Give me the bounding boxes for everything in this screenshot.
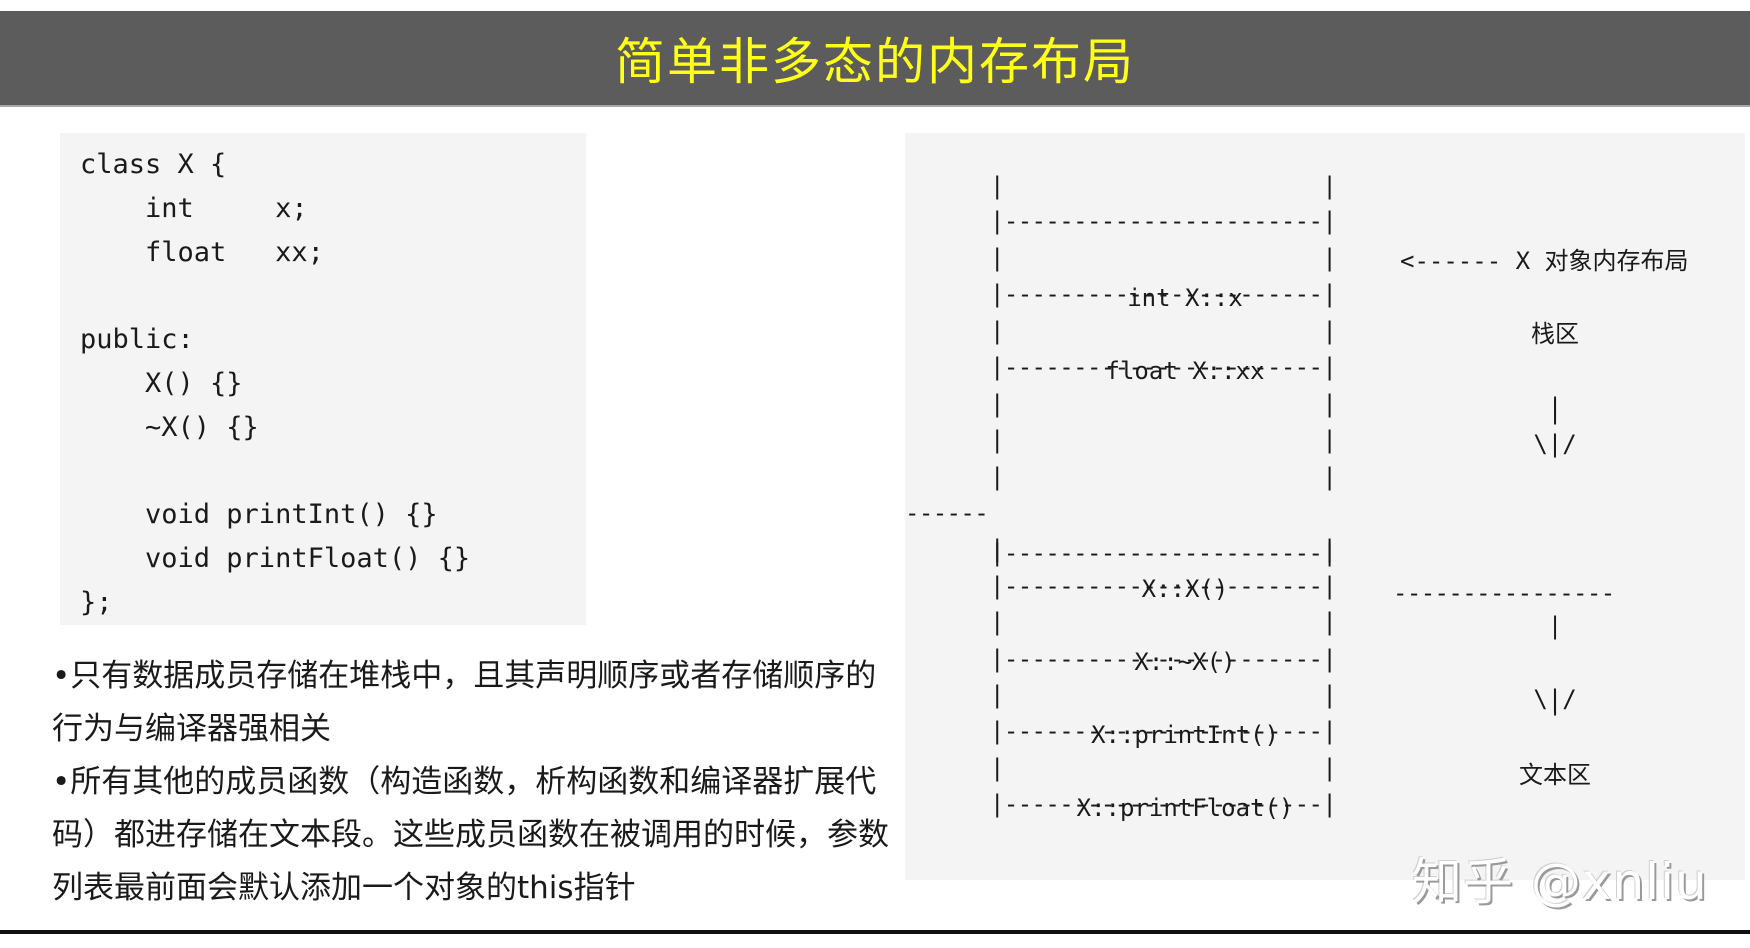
diagram-section-divider: ------ |-----------------------| -------… (905, 499, 1615, 607)
note-member-functions: •所有其他的成员函数（构造函数，析构函数和编译器扩展代码）都进存储在文本段。这些… (52, 764, 889, 906)
diagram-cell-int-x: | | int X::x (990, 244, 1337, 312)
stack-arrow-head-icon: \|/ (1533, 430, 1577, 458)
diagram-cell-print-float: | | X::printFloat() (990, 754, 1337, 822)
diagram-row-sep-5: |-----------------------| (990, 717, 1337, 745)
code-block: class X { int x; float xx; public: X() {… (60, 133, 586, 625)
diagram-row-sep-6: |-----------------------| (990, 790, 1337, 818)
stack-arrow-shaft: | (1550, 393, 1560, 421)
diagram-cell-float-xx: | | float X::xx | (905, 271, 1559, 425)
diagram-row-sep-3: |-----------------------| | (905, 526, 1559, 640)
text-arrow-head-icon: \|/ (1533, 685, 1577, 713)
bottom-divider (0, 930, 1750, 934)
diagram-cell-print-int: | | X::printInt() 文本区 (905, 635, 1591, 789)
zhihu-watermark: 知乎 @xnliu (1412, 853, 1708, 911)
stack-arrow-shaft: | (1550, 397, 1560, 425)
diagram-cell-destructor: | | X::~X() | (905, 562, 1559, 716)
text-area-label: 文本区 (1519, 761, 1591, 789)
diagram-row-sep-1: |-----------------------| 栈区 (905, 234, 1579, 348)
object-layout-label: <------ X 对象内存布局 (1400, 247, 1689, 275)
stack-area-label: 栈区 (1531, 320, 1579, 348)
diagram-cell-constructor: | | X::X() (990, 535, 1337, 603)
diagram-row-sep-2: |-----------------------| | (905, 307, 1559, 421)
diagram-row-empty-2: | | (990, 426, 1337, 454)
note-data-members: •只有数据成员存储在堆栈中，且其声明顺序或者存储顺序的行为与编译器强相关 (52, 658, 877, 747)
text-arrow-shaft: | (1550, 688, 1560, 716)
diagram-row-top: | | (990, 172, 1337, 200)
diagram-row-empty-1: | | \|/ (905, 344, 1577, 458)
memory-layout-diagram: | | |-----------------------| <------ X … (905, 133, 1745, 880)
slide-title-bar: 简单非多态的内存布局 (0, 11, 1750, 107)
notes: •只有数据成员存储在堆栈中，且其声明顺序或者存储顺序的行为与编译器强相关 •所有… (52, 650, 902, 915)
text-arrow-shaft: | (1550, 612, 1560, 640)
diagram-row-empty-3: | | (990, 463, 1337, 491)
code-text: class X { int x; float xx; public: X() {… (80, 149, 471, 618)
diagram-row-sep-4: |-----------------------| \|/ (905, 599, 1577, 713)
diagram-row-object-start: |-----------------------| <------ X 对象内存… (905, 161, 1689, 275)
title-underline (0, 105, 1750, 107)
slide-title: 简单非多态的内存布局 (615, 33, 1135, 91)
